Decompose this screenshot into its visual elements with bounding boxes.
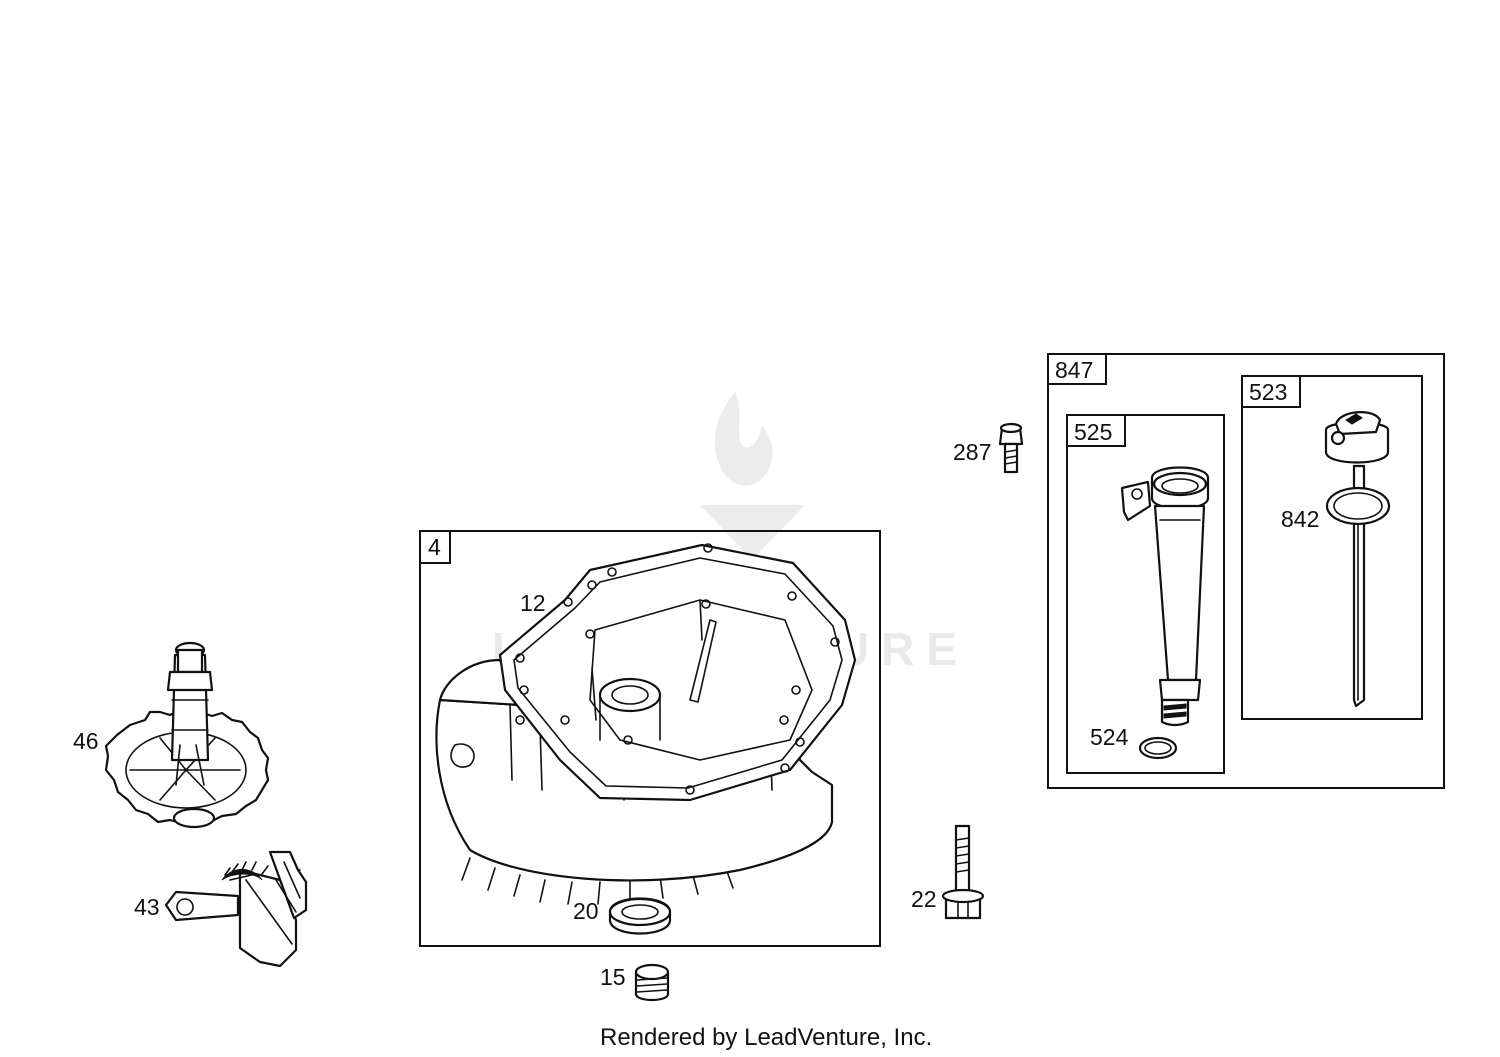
crankcase-sump: 12	[435, 543, 857, 905]
label-847: 847	[1055, 357, 1093, 383]
dipstick-tube: 524	[1090, 466, 1210, 750]
screw: 287	[953, 422, 1024, 474]
label-12: 12	[520, 590, 546, 616]
footer-credit: Rendered by LeadVenture, Inc.	[600, 1024, 932, 1051]
label-287: 287	[953, 439, 991, 465]
governor-gear: 46	[73, 641, 270, 829]
drain-plug: 15	[600, 963, 670, 1002]
label-4: 4	[428, 534, 441, 560]
dipstick: 842	[1281, 411, 1391, 708]
governor-assembly: 43	[134, 850, 308, 968]
kit-box-847: 847 525 523	[1047, 353, 1445, 789]
label-525: 525	[1074, 419, 1112, 445]
label-22: 22	[911, 886, 937, 912]
label-43: 43	[134, 894, 160, 920]
kit-box-4: 4	[419, 530, 881, 947]
label-523: 523	[1249, 379, 1287, 405]
label-46: 46	[73, 728, 99, 754]
label-842: 842	[1281, 506, 1319, 532]
label-15: 15	[600, 964, 626, 990]
bolt: 22	[911, 824, 985, 920]
label-20: 20	[573, 898, 599, 924]
o-ring	[1138, 736, 1178, 760]
label-524: 524	[1090, 724, 1129, 750]
oil-seal: 20	[573, 897, 672, 935]
